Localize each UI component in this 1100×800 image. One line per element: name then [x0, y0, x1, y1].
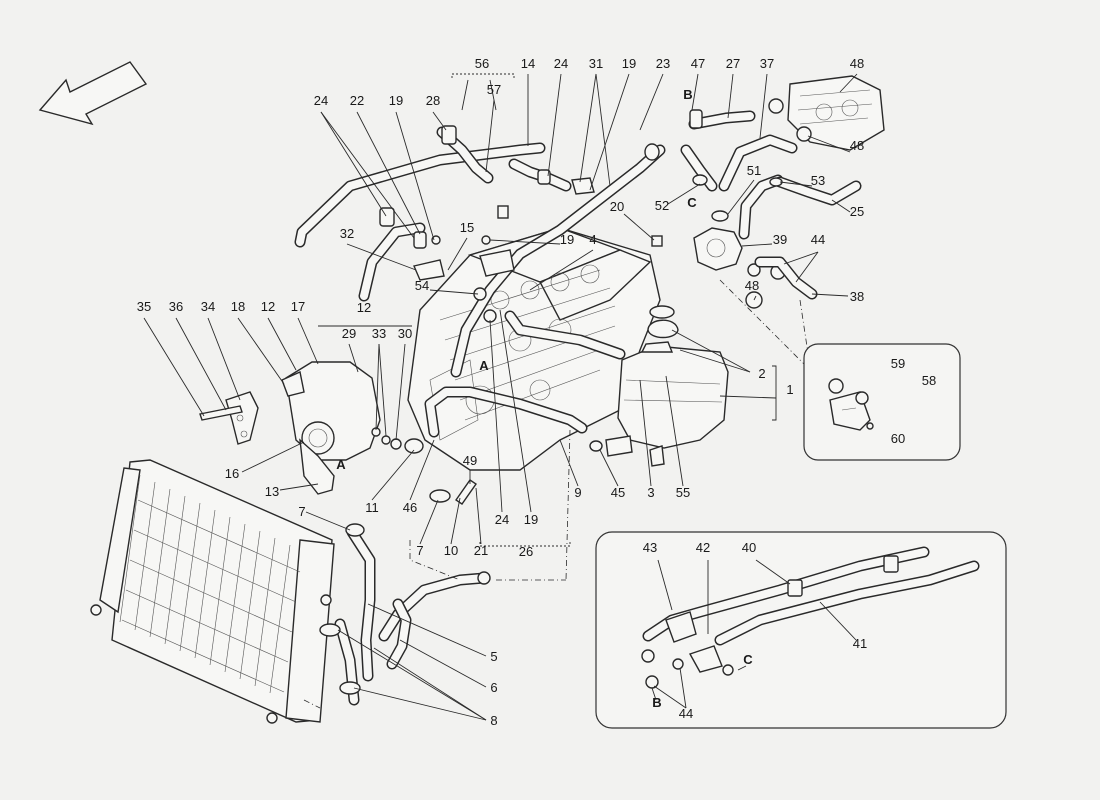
callout-c7b: 7 — [416, 543, 423, 558]
callout-c43: 43 — [643, 540, 657, 555]
callout-c49: 49 — [463, 453, 477, 468]
water-pump — [693, 227, 786, 280]
callout-c19b: 19 — [389, 93, 403, 108]
callout-c7a: 7 — [298, 504, 305, 519]
mounting-bracket — [199, 391, 259, 445]
callout-c41: 41 — [853, 636, 867, 651]
callout-c24c: 24 — [495, 512, 509, 527]
callout-c17: 17 — [291, 299, 305, 314]
connection-letters: A A B C C B — [336, 87, 753, 710]
callout-c28: 28 — [426, 93, 440, 108]
callout-c46: 46 — [403, 500, 417, 515]
callout-c26: 26 — [519, 544, 533, 559]
callout-c52: 52 — [655, 198, 669, 213]
callout-c19d: 19 — [524, 512, 538, 527]
callout-c56: 56 — [475, 56, 489, 71]
callout-c14: 14 — [521, 56, 535, 71]
callout-c59: 59 — [891, 356, 905, 371]
callout-c22: 22 — [350, 93, 364, 108]
callout-c8: 8 — [490, 713, 497, 728]
callout-c21: 21 — [474, 543, 488, 558]
callout-c9: 9 — [574, 485, 581, 500]
callout-c48b: 48 — [850, 138, 864, 153]
callout-c4: 4 — [589, 232, 596, 247]
connection-letter-lA1: A — [479, 358, 489, 373]
connection-letter-lC1: C — [687, 195, 697, 210]
callout-c32: 32 — [340, 226, 354, 241]
callout-c15: 15 — [460, 220, 474, 235]
callout-c42: 42 — [696, 540, 710, 555]
callout-c60: 60 — [891, 431, 905, 446]
callout-c58: 58 — [922, 373, 936, 388]
callout-c48c: 48 — [745, 278, 759, 293]
callout-c1: 1 — [786, 382, 793, 397]
connection-letter-lB2: B — [652, 695, 661, 710]
callout-c37: 37 — [760, 56, 774, 71]
coolant-hoses — [294, 110, 862, 706]
callout-c33: 33 — [372, 326, 386, 341]
callout-c19c: 19 — [560, 232, 574, 247]
callout-c47: 47 — [691, 56, 705, 71]
callout-c51: 51 — [747, 163, 761, 178]
callout-c54: 54 — [415, 278, 429, 293]
engine-valve-block — [768, 75, 885, 151]
callout-c12a: 12 — [357, 300, 371, 315]
callout-c24a: 24 — [554, 56, 568, 71]
callout-c10: 10 — [444, 543, 458, 558]
callout-c30: 30 — [398, 326, 412, 341]
callout-c19a: 19 — [622, 56, 636, 71]
callout-c16: 16 — [225, 466, 239, 481]
radiator — [90, 459, 335, 724]
callout-c38: 38 — [850, 289, 864, 304]
callout-c18: 18 — [231, 299, 245, 314]
callout-c53: 53 — [811, 173, 825, 188]
callout-c24b: 24 — [314, 93, 328, 108]
callout-c6: 6 — [490, 680, 497, 695]
callout-c27: 27 — [726, 56, 740, 71]
callout-c31: 31 — [589, 56, 603, 71]
callout-c57: 57 — [487, 82, 501, 97]
callout-c44b: 44 — [679, 706, 693, 721]
expansion-tank — [605, 305, 729, 467]
thermostat-housing — [281, 361, 402, 495]
callout-c5: 5 — [490, 649, 497, 664]
inset-panel-heater-pipes — [595, 531, 1007, 729]
callout-c39: 39 — [773, 232, 787, 247]
callout-c48a: 48 — [850, 56, 864, 71]
callout-c45: 45 — [611, 485, 625, 500]
callout-c20: 20 — [610, 199, 624, 214]
callout-c23: 23 — [656, 56, 670, 71]
callout-c44a: 44 — [811, 232, 825, 247]
clamps-and-fittings — [319, 109, 783, 695]
callout-c25: 25 — [850, 204, 864, 219]
connection-letter-lC2: C — [743, 652, 753, 667]
callout-c34: 34 — [201, 299, 215, 314]
callout-c13: 13 — [265, 484, 279, 499]
leader-lines — [143, 73, 908, 721]
callout-c2: 2 — [758, 366, 765, 381]
connection-letter-lB1: B — [683, 87, 692, 102]
callout-c55: 55 — [676, 485, 690, 500]
callout-c35: 35 — [137, 299, 151, 314]
callout-c29: 29 — [342, 326, 356, 341]
callout-c40: 40 — [742, 540, 756, 555]
callout-c12b: 12 — [261, 299, 275, 314]
inset-panel-clip-assembly — [803, 343, 961, 461]
direction-arrow-top-left-icon — [38, 61, 148, 126]
callout-c3: 3 — [647, 485, 654, 500]
callout-c36: 36 — [169, 299, 183, 314]
callout-c11: 11 — [365, 500, 379, 515]
connection-letter-lA2: A — [336, 457, 346, 472]
